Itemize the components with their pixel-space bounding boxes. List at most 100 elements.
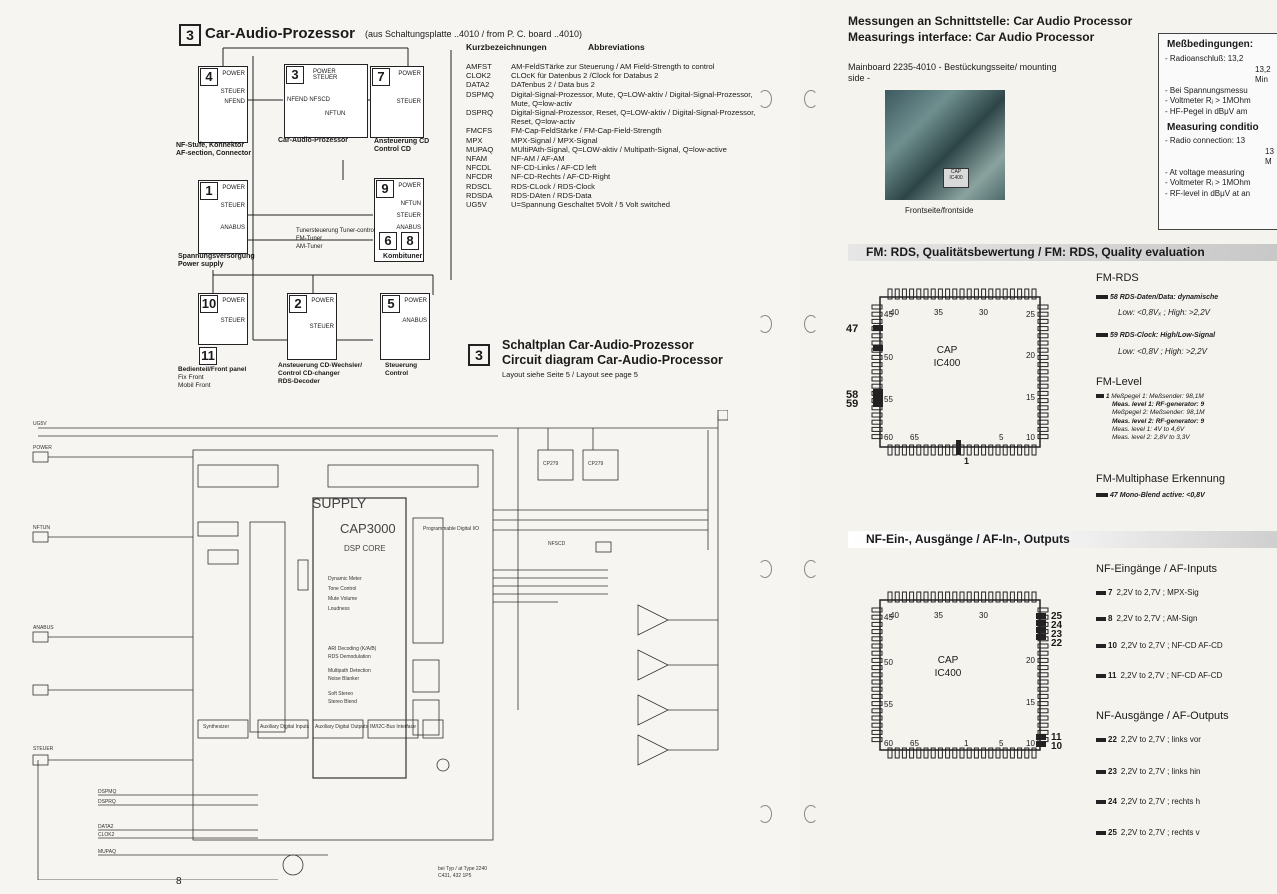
af-input-values: 2,2V to 2,7V ; NF-CD AF-CD: [1120, 641, 1223, 650]
fm-level-pin: 1: [1105, 393, 1110, 400]
bullet-marker: [1096, 674, 1106, 678]
section-title-rds: FM: RDS, Qualitätsbewertung / FM: RDS, Q…: [866, 245, 1205, 259]
chip2-pin-45: 45: [884, 613, 893, 622]
block-6-number: 6: [379, 232, 397, 250]
block-6: 6: [378, 231, 397, 250]
svg-text:IM/I2C-Bus Interface: IM/I2C-Bus Interface: [370, 724, 416, 730]
binder-hole: [758, 560, 772, 578]
block-4-number: 4: [200, 68, 218, 86]
svg-text:MUPAQ: MUPAQ: [98, 849, 116, 855]
block-7-caption: Ansteuerung CD Control CD: [374, 138, 430, 153]
chip2-pin-35: 35: [934, 611, 943, 620]
tuner-control-label: Tunersteuerung Tuner-control: [296, 228, 376, 234]
condition-line: - RF-level in dBμV at an: [1165, 188, 1251, 198]
right-page: Messungen an Schnittstelle: Car Audio Pr…: [800, 0, 1277, 894]
chip1-pin-45: 45: [884, 310, 893, 319]
af-output-values: 2,2V to 2,7V ; rechts h: [1120, 797, 1201, 806]
page-subtitle: (aus Schaltungsplatte ..4010 / from P. C…: [365, 29, 582, 39]
abbreviation-code: AMFST: [466, 62, 492, 71]
bullet-marker: [1096, 591, 1106, 595]
af-input-pin: 8: [1108, 614, 1113, 623]
af-output-pin: 23: [1108, 767, 1117, 776]
fm-level-line: Meßpegel 2: Meßsender: 98,1M: [1112, 409, 1205, 417]
block-diagram-lines: [212, 47, 452, 341]
svg-text:Synthesizer: Synthesizer: [203, 724, 229, 730]
conditions-en-title: Measuring conditio: [1167, 122, 1259, 133]
chip1-name: CAP: [936, 345, 958, 356]
left-page: 3 Car-Audio-Prozessor (aus Schaltungspla…: [32, 24, 772, 887]
bullet-marker: [1096, 770, 1106, 774]
svg-text:C431, 432 1P5: C431, 432 1P5: [438, 873, 472, 879]
chip1-pin-60: 60: [884, 433, 893, 442]
condition-line: Min: [1255, 75, 1268, 84]
svg-text:NFTUN: NFTUN: [33, 525, 50, 531]
block-5-number: 5: [382, 295, 400, 313]
condition-line: - Radio connection: 13: [1165, 136, 1246, 145]
condition-line: - Voltmeter Rᵢ > 1MOhm: [1165, 178, 1251, 187]
abbreviation-desc: MUltiPAth-Signal, Q=LOW-aktiv / Multipat…: [511, 144, 727, 154]
abbreviation-desc: FM-Cap-FeldStärke / FM-Cap-Field-Strengt…: [511, 126, 662, 136]
chip2-pin-60: 60: [884, 739, 893, 748]
abbr-heading-de: Kurzbezeichnungen: [466, 42, 547, 52]
svg-text:CP279: CP279: [543, 461, 559, 467]
rds-59-values: Low: <0,8V ; High: >2,2V: [1118, 347, 1207, 356]
conditions-title: Meßbedingungen:: [1167, 39, 1254, 50]
block-3-caption: Car-Audio-Prozessor: [278, 137, 349, 144]
svg-text:POWER: POWER: [33, 445, 52, 451]
abbreviation-code: NFCDR: [466, 172, 493, 182]
af-outputs-title: NF-Ausgänge / AF-Outputs: [1096, 710, 1229, 722]
svg-text:Soft Stereo: Soft Stereo: [328, 691, 353, 697]
abbreviation-code: DSPMQ: [466, 89, 494, 99]
chip2-pin-11: 11: [1051, 732, 1062, 743]
af-output-pin: 24: [1108, 797, 1117, 806]
binder-hole: [804, 560, 818, 578]
condition-line: - At voltage measuring: [1165, 167, 1245, 177]
svg-text:Mute Volume: Mute Volume: [328, 596, 357, 602]
condition-line: - Radioanschluß: 13,2: [1165, 54, 1244, 63]
block-10-number: 10: [200, 295, 218, 313]
circuit-title-en: Circuit diagram Car-Audio-Processor: [502, 353, 723, 367]
svg-text:ANABUS: ANABUS: [33, 625, 54, 631]
fm-tuner-label: FM-Tuner: [296, 236, 323, 242]
board-photo: CAP IC400: [885, 90, 1005, 200]
binder-hole: [804, 90, 818, 108]
block-11-number: 11: [199, 347, 217, 365]
block-10: 10 POWER STEUER: [198, 293, 248, 345]
block-1: 1 POWER STEUER ANABUS: [198, 180, 248, 254]
abbreviation-desc: DATenbus 2 / Data bus 2: [511, 80, 595, 90]
af-output-pin: 25: [1108, 828, 1117, 837]
chip1-pin-30: 30: [979, 308, 988, 317]
circuit-subtitle: Layout siehe Seite 5 / Layout see page 5: [502, 370, 638, 379]
chip2-pin-23: 23: [1051, 629, 1063, 640]
svg-text:NFSCD: NFSCD: [548, 541, 566, 547]
section-number: 3: [179, 24, 201, 46]
abbreviation-code: RDSDA: [466, 190, 493, 200]
section-bar-af: NF-Ein-, Ausgänge / AF-In-, Outputs: [848, 531, 1277, 548]
svg-text:Loudness: Loudness: [328, 606, 350, 612]
chip2-pin-24: 24: [1051, 620, 1063, 631]
abbreviation-code: MUPAQ: [466, 144, 494, 154]
multiphase-item: 47 Mono-Blend active: <0,8V: [1096, 492, 1205, 499]
svg-text:STEUER: STEUER: [33, 746, 54, 752]
abbreviation-desc: RDS-DAten / RDS-Data: [511, 190, 592, 200]
measure-heading-en: Measurings interface: Car Audio Processo…: [848, 30, 1095, 44]
svg-text:Dynamic Meter: Dynamic Meter: [328, 576, 362, 582]
chip2-pin-10: 10: [1026, 739, 1035, 748]
circuit-schematic: UG5V POWER NFTUN ANABUS STEUER DSPMQ DSP…: [32, 410, 728, 880]
condition-line: M: [1265, 157, 1272, 166]
conditions-en: - Radio connection: 13 13 M - At voltage…: [1165, 136, 1274, 199]
binder-hole: [804, 315, 818, 333]
fm-level-line: Meßpegel 1: Meßsender: 98,1M: [1111, 393, 1204, 400]
multiphase-pin: 47: [1110, 492, 1118, 499]
chip1-pin-35: 35: [934, 308, 943, 317]
abbr-heading-en: Abbreviations: [588, 42, 645, 52]
abbreviation-code: UG5V: [466, 200, 487, 210]
af-input-pin: 11: [1108, 671, 1117, 680]
